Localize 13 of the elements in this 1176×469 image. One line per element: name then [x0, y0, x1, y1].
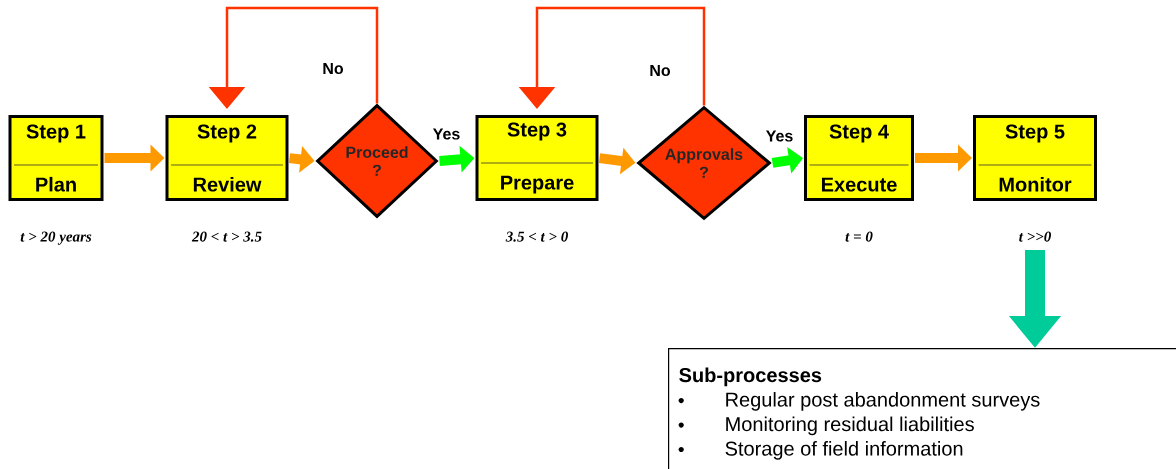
step-box: Step 5 Monitor — [973, 115, 1097, 201]
edge-label: No — [320, 60, 346, 77]
step-box: Step 1 Plan — [8, 115, 104, 201]
step-box: Step 2 Review — [165, 115, 289, 201]
list-box: Sub-processes Regular post abandonment surveys Monitoring residual liabilities Storage of field information — [668, 348, 1176, 469]
step-box: Step 3 Prepare — [475, 115, 599, 201]
time-label: 3.5 < t > 0 — [505, 231, 568, 242]
time-label: t > 20 years — [20, 231, 92, 245]
time-label: t = 0 — [845, 231, 873, 242]
edge-label: No — [647, 62, 673, 79]
step-box: Step 4 Execute — [804, 115, 914, 201]
time-label: 20 < t > 3.5 — [191, 231, 262, 242]
time-label: t >>0 — [1019, 231, 1051, 242]
